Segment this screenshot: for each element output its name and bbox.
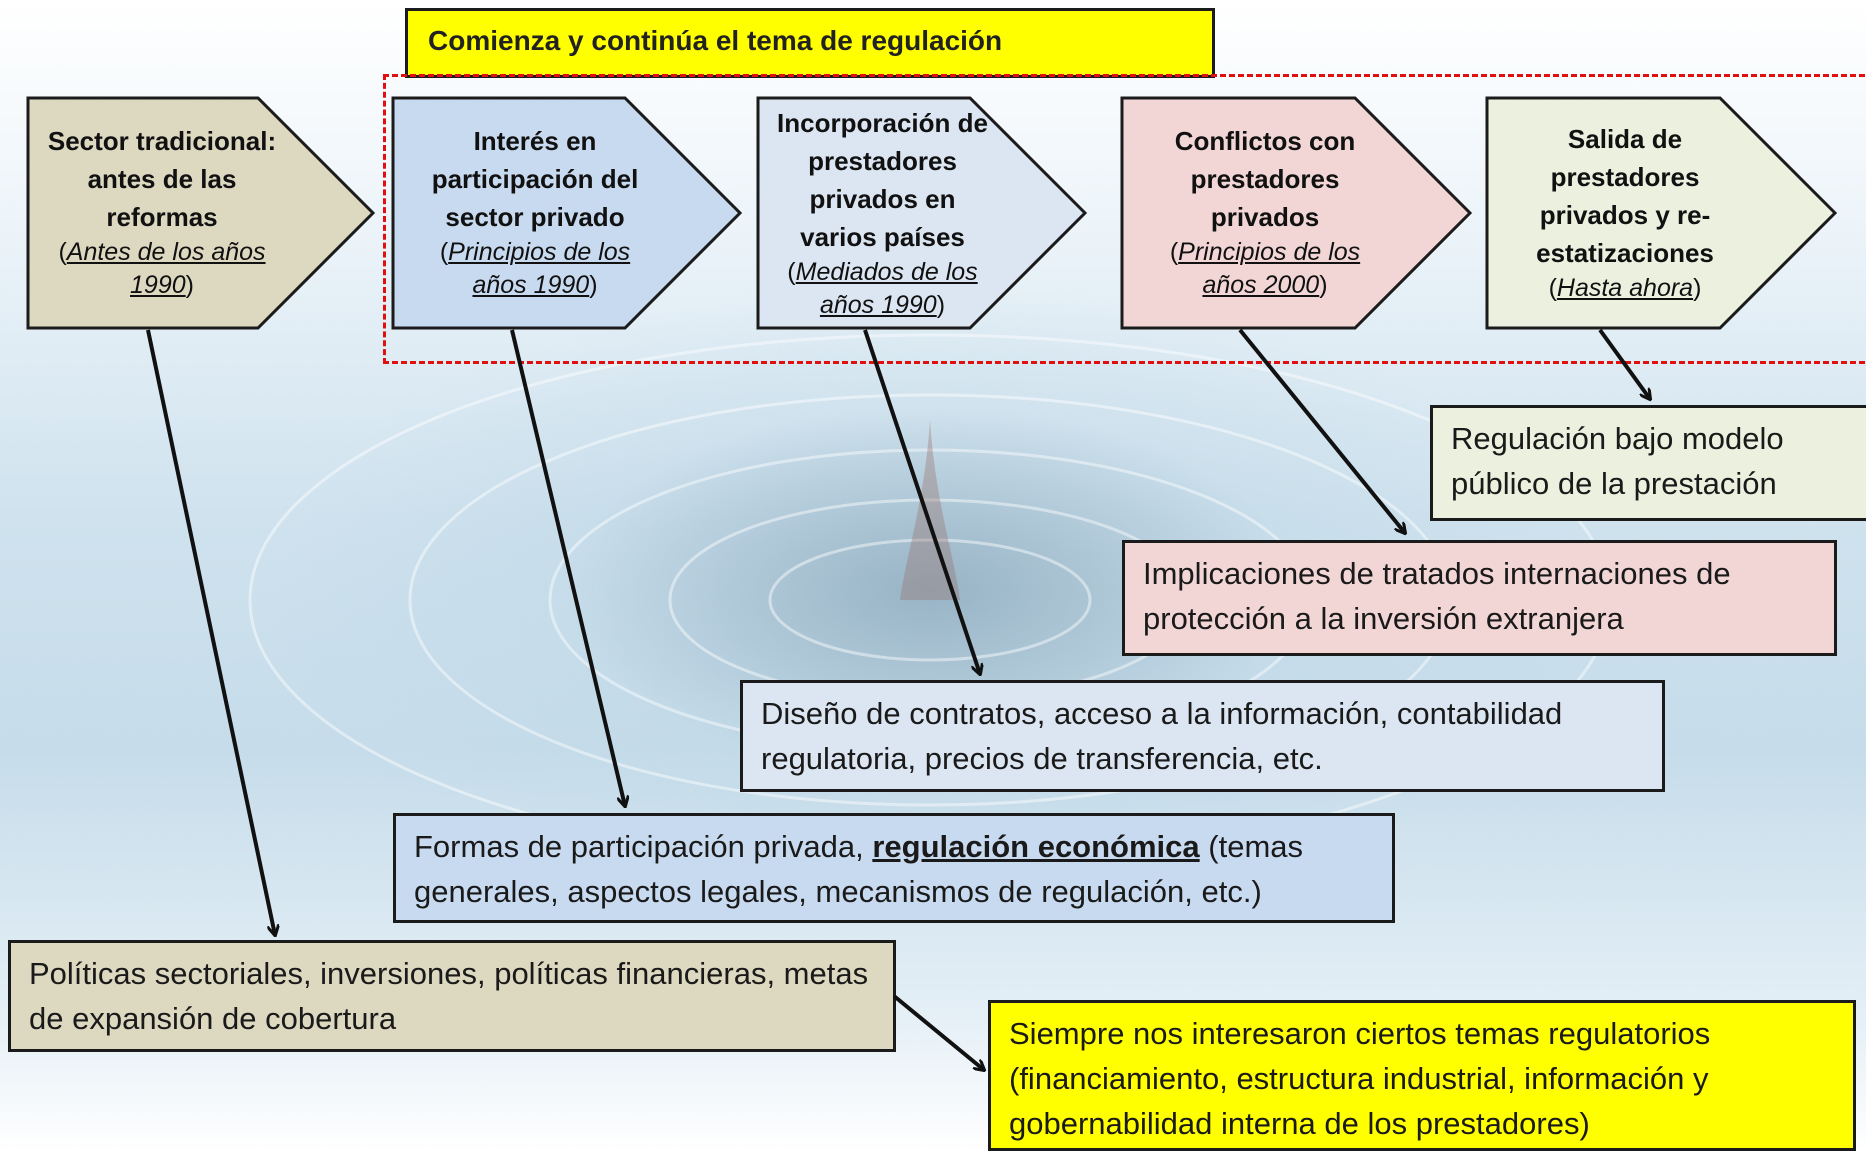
note-politicas: Políticas sectoriales, inversiones, polí…	[8, 940, 896, 1052]
stage-4: Conflictos con prestadores privados (Pri…	[1150, 122, 1380, 302]
stage-3-title: Incorporación de prestadores privados en…	[777, 108, 988, 252]
stage-5-title: Salida de prestadores privados y re-esta…	[1536, 124, 1714, 268]
banner-title: Comienza y continúa el tema de regulació…	[405, 8, 1215, 78]
arrow-stage2-to-formas	[510, 329, 625, 806]
regulacion-economica-emphasis: regulación económica	[872, 829, 1200, 864]
note-regulacion-publico: Regulación bajo modelo público de la pre…	[1430, 405, 1866, 521]
stage-1-title: Sector tradicional: antes de las reforma…	[47, 126, 277, 232]
stage-1-shape	[26, 96, 376, 330]
stage-1-period: Antes de los años 1990	[66, 238, 266, 299]
arrow-politicas-to-siempre	[892, 994, 984, 1070]
arrow-stage5-to-publico	[1598, 328, 1650, 399]
note-siempre: Siempre nos interesaron ciertos temas re…	[988, 1000, 1856, 1151]
stage-4-title: Conflictos con prestadores privados	[1174, 126, 1356, 232]
note-contratos: Diseño de contratos, acceso a la informa…	[740, 680, 1665, 792]
stage-4-period: Principios de los años 2000	[1178, 238, 1361, 299]
stage-2: Interés en participación del sector priv…	[410, 122, 660, 302]
stage-arrows	[26, 96, 1838, 330]
stage-1: Sector tradicional: antes de las reforma…	[32, 122, 292, 302]
stage-5-shape	[1485, 96, 1838, 330]
arrow-stage3-to-contratos	[863, 329, 980, 674]
stage-2-title: Interés en participación del sector priv…	[431, 126, 639, 232]
arrow-stage1-to-politicas	[146, 329, 275, 935]
stage-3: Incorporación de prestadores privados en…	[770, 104, 995, 322]
note-tratados: Implicaciones de tratados internaciones …	[1122, 540, 1837, 656]
stage-4-shape	[1120, 96, 1473, 330]
regulation-dashed-region	[383, 74, 1866, 364]
stage-2-shape	[391, 96, 743, 330]
note-formas: Formas de participación privada, regulac…	[393, 813, 1395, 923]
stage-5-period: Hasta ahora	[1556, 274, 1694, 302]
arrow-stage4-to-tratados	[1238, 328, 1405, 533]
stage-2-period: Principios de los años 1990	[448, 238, 631, 299]
stage-3-period: Mediados de los años 1990	[795, 258, 978, 319]
stage-3-shape	[756, 96, 1088, 330]
stage-5: Salida de prestadores privados y re-esta…	[1510, 120, 1740, 305]
